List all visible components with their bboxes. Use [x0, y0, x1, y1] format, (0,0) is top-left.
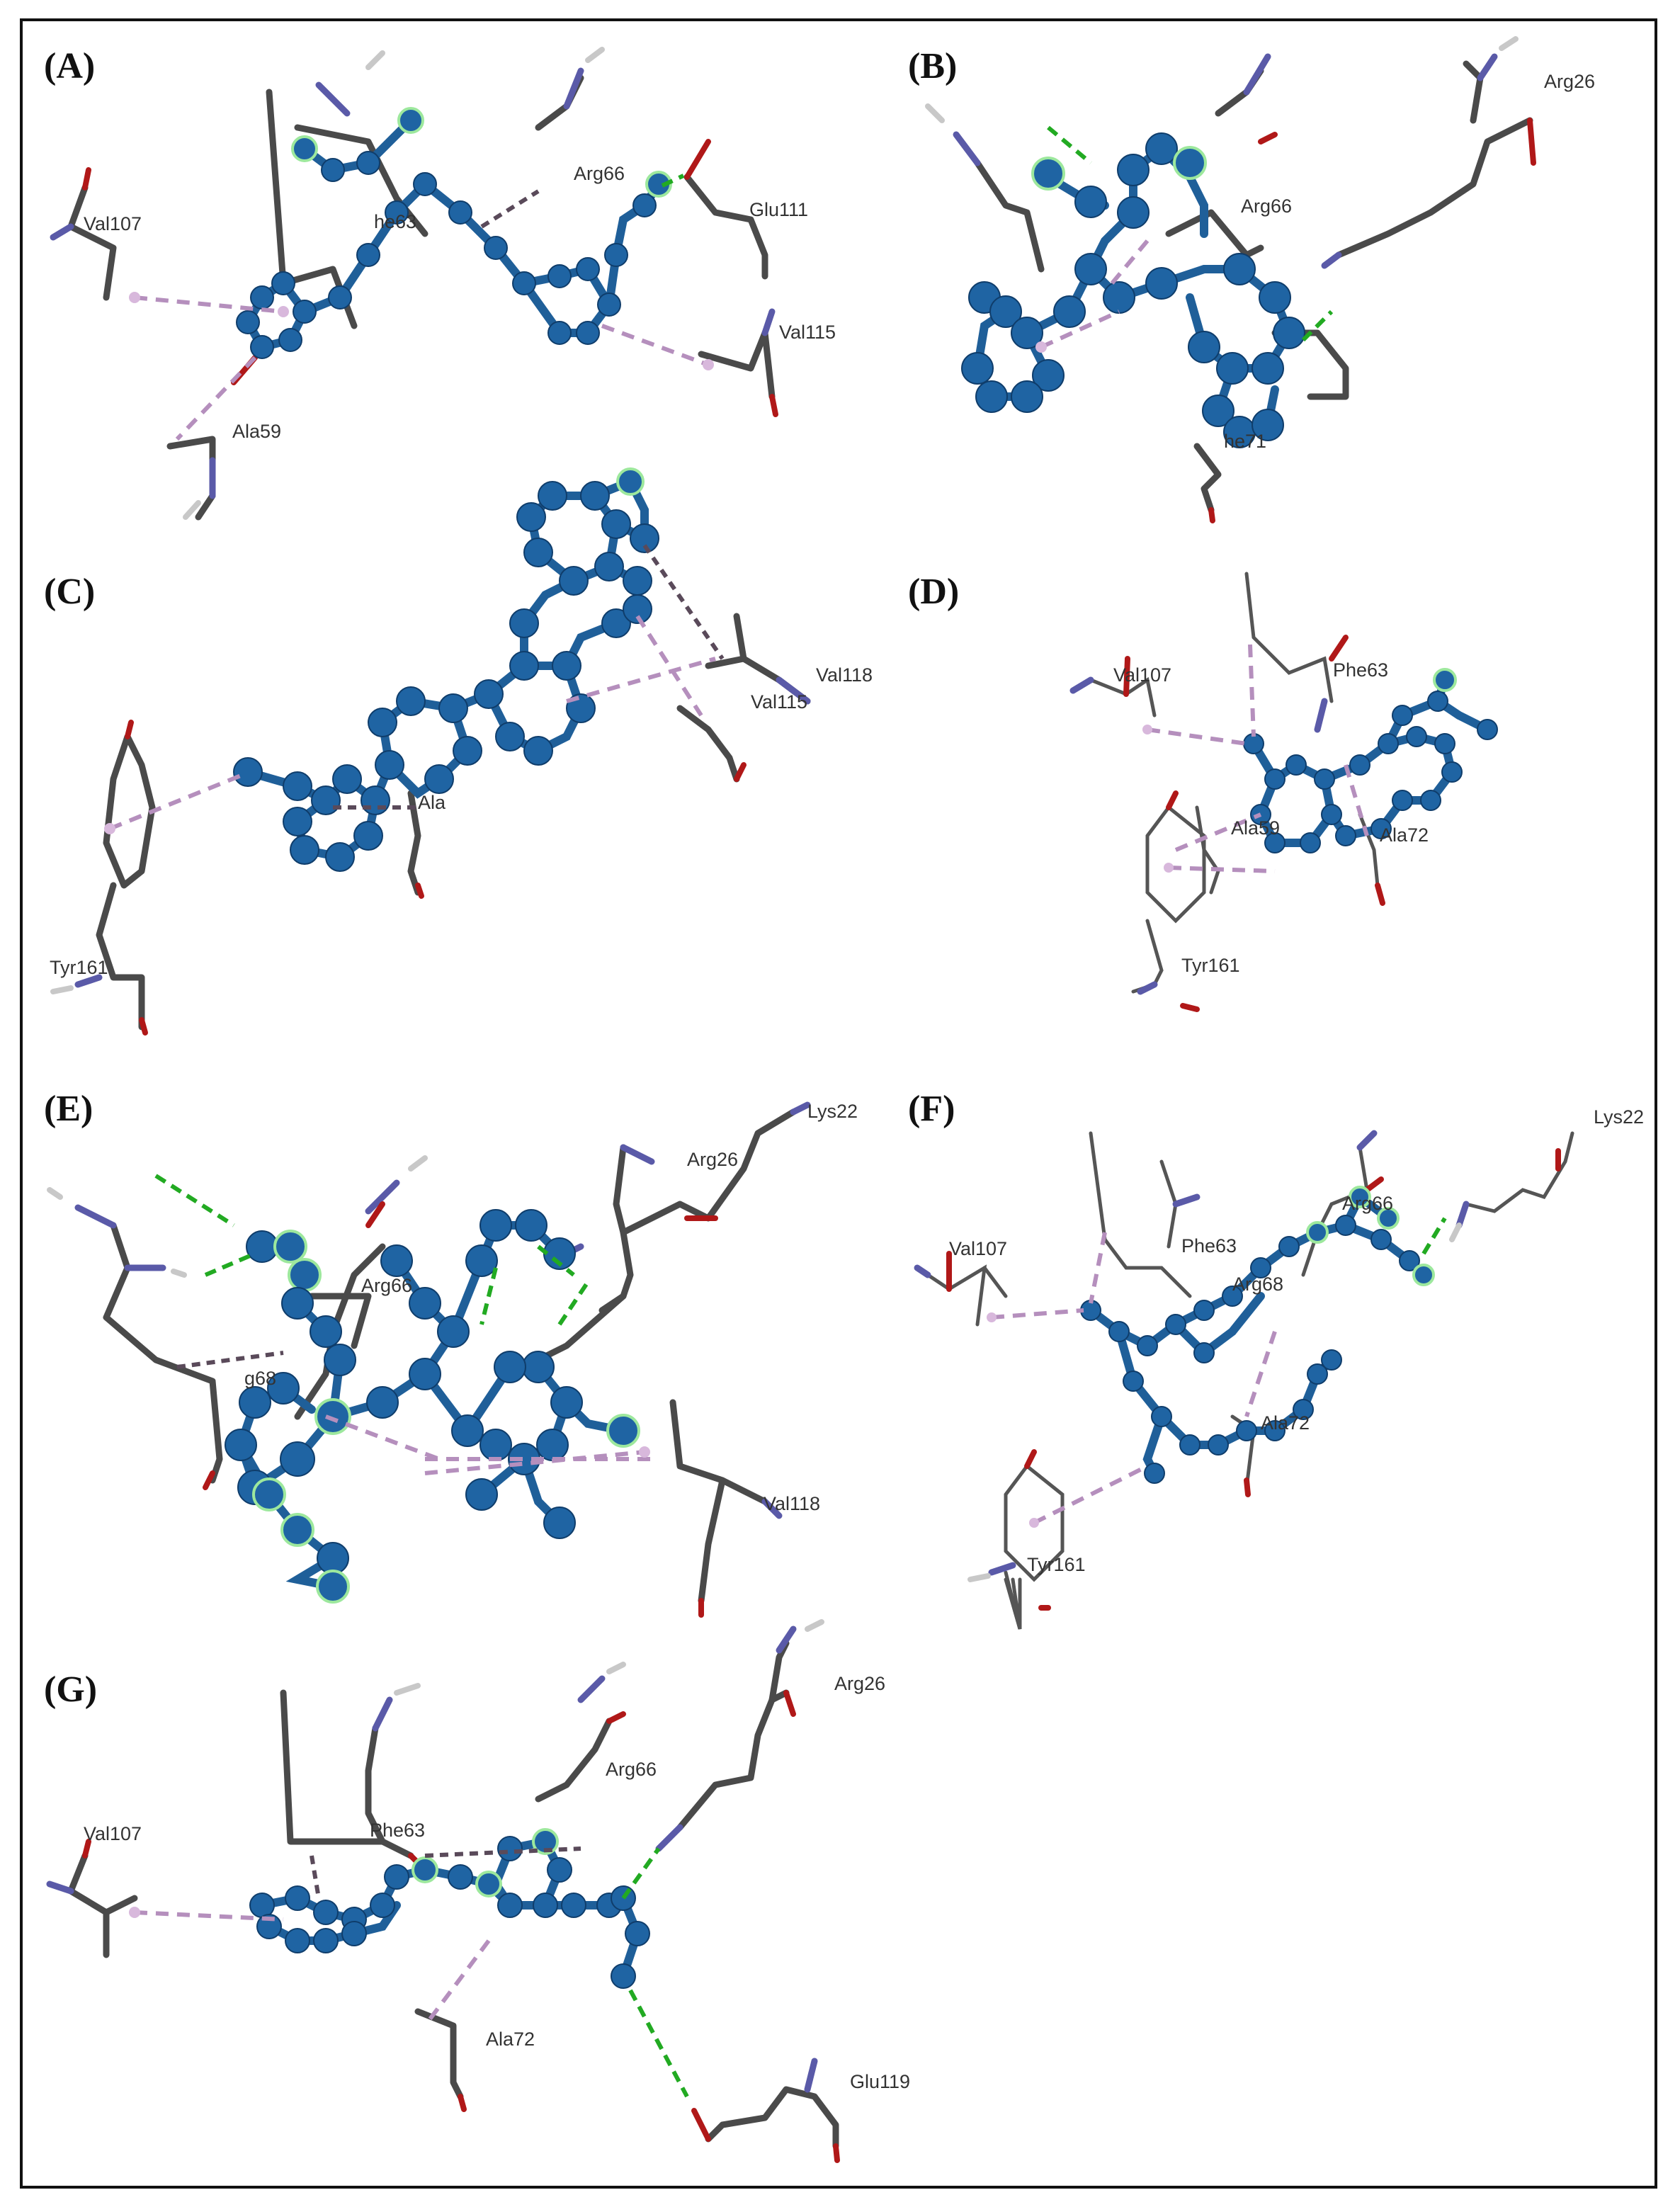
residue-label-b-2: he71	[1224, 431, 1266, 452]
residue-label-a-5: he63	[374, 211, 416, 232]
residue-label-g-5: Glu119	[850, 2071, 910, 2092]
panel-c-interactions	[104, 544, 725, 834]
panel-e-residues	[47, 1101, 811, 1618]
residue-label-f-0: Lys22	[1594, 1106, 1644, 1128]
residue-label-a-2: Glu111	[749, 199, 808, 220]
residue-label-e-3: g68	[244, 1368, 276, 1389]
panel-d-interactions	[1142, 644, 1369, 873]
residue-label-c-3: Ala	[418, 792, 446, 813]
residue-label-f-1: Val107	[949, 1238, 1007, 1259]
residue-label-e-0: Lys22	[807, 1101, 858, 1122]
panel-g-interactions	[129, 1846, 689, 2098]
panel-b-ligand	[961, 132, 1305, 448]
residue-label-a-1: Arg66	[574, 163, 625, 184]
panel-c: (C)	[44, 467, 873, 1036]
residue-label-d-4: Tyr161	[1181, 955, 1240, 976]
residue-label-c-0: Val118	[816, 664, 873, 686]
panel-g-ligand	[249, 1828, 650, 1989]
panel-f-residues	[914, 1130, 1574, 1630]
residue-label-f-5: Ala72	[1261, 1412, 1310, 1434]
panel-b: (B)	[908, 36, 1595, 523]
residue-label-f-6: Tyr161	[1027, 1554, 1086, 1575]
panel-e: (E)	[44, 1089, 858, 1618]
residue-label-f-2: Phe63	[1181, 1235, 1237, 1256]
panel-d-residues	[1069, 572, 1385, 1012]
panel-e-interactions	[154, 1174, 652, 1475]
residue-label-c-2: Tyr161	[50, 957, 108, 978]
panel-label-d: (D)	[908, 572, 959, 612]
residue-label-e-2: Arg66	[361, 1275, 412, 1296]
panel-a-interactions	[129, 174, 714, 441]
panel-a: (A)	[44, 46, 836, 521]
residue-label-a-0: Val107	[84, 213, 142, 234]
panel-b-interactions	[1035, 125, 1334, 353]
residue-label-g-3: Arg66	[606, 1759, 657, 1780]
residue-label-d-0: Val107	[1113, 664, 1171, 686]
residue-label-a-3: Val115	[779, 322, 836, 343]
panel-label-e: (E)	[44, 1089, 93, 1129]
residue-label-e-1: Arg26	[687, 1149, 738, 1170]
residue-label-d-1: Phe63	[1333, 659, 1388, 681]
panel-g-residues	[46, 1619, 840, 2163]
panel-f-ligand	[1080, 1186, 1435, 1484]
residue-label-g-2: Phe63	[370, 1820, 425, 1841]
residue-label-c-1: Val115	[751, 691, 807, 713]
panel-g: (G)	[44, 1619, 910, 2163]
panel-e-ligand	[225, 1209, 640, 1604]
panel-label-f: (F)	[908, 1089, 955, 1129]
residue-label-f-3: Arg66	[1342, 1193, 1393, 1214]
figure-border	[20, 18, 1657, 2189]
residue-label-d-3: Ala72	[1380, 824, 1429, 846]
panel-label-g: (G)	[44, 1669, 97, 1710]
panel-f-interactions	[987, 1217, 1447, 1528]
panel-d-ligand	[1243, 668, 1498, 853]
panel-label-a: (A)	[44, 46, 95, 86]
panel-c-ligand	[233, 467, 659, 872]
residue-label-b-0: Arg26	[1544, 71, 1595, 92]
panel-d: (D)	[908, 572, 1498, 1012]
residue-label-g-4: Ala72	[486, 2029, 535, 2050]
residue-label-f-4: Arg68	[1232, 1273, 1283, 1295]
residue-label-d-2: Ala59	[1231, 817, 1280, 839]
residue-label-e-4: Val118	[764, 1493, 820, 1514]
panel-label-c: (C)	[44, 572, 95, 612]
panel-f: (F)	[908, 1089, 1644, 1630]
residue-label-b-1: Arg66	[1241, 195, 1292, 217]
panel-label-b: (B)	[908, 46, 957, 86]
panel-a-ligand	[236, 107, 672, 359]
residue-label-g-0: Arg26	[834, 1673, 885, 1694]
panel-b-residues	[925, 36, 1536, 523]
residue-label-g-1: Val107	[84, 1823, 142, 1844]
panel-c-residues	[50, 613, 811, 1036]
residue-label-a-4: Ala59	[232, 421, 281, 442]
